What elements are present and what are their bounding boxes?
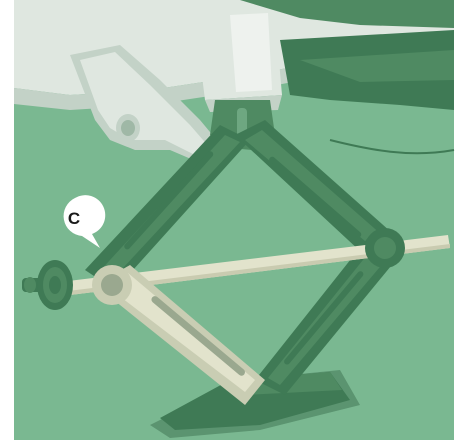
callout-label: C [68,209,80,228]
